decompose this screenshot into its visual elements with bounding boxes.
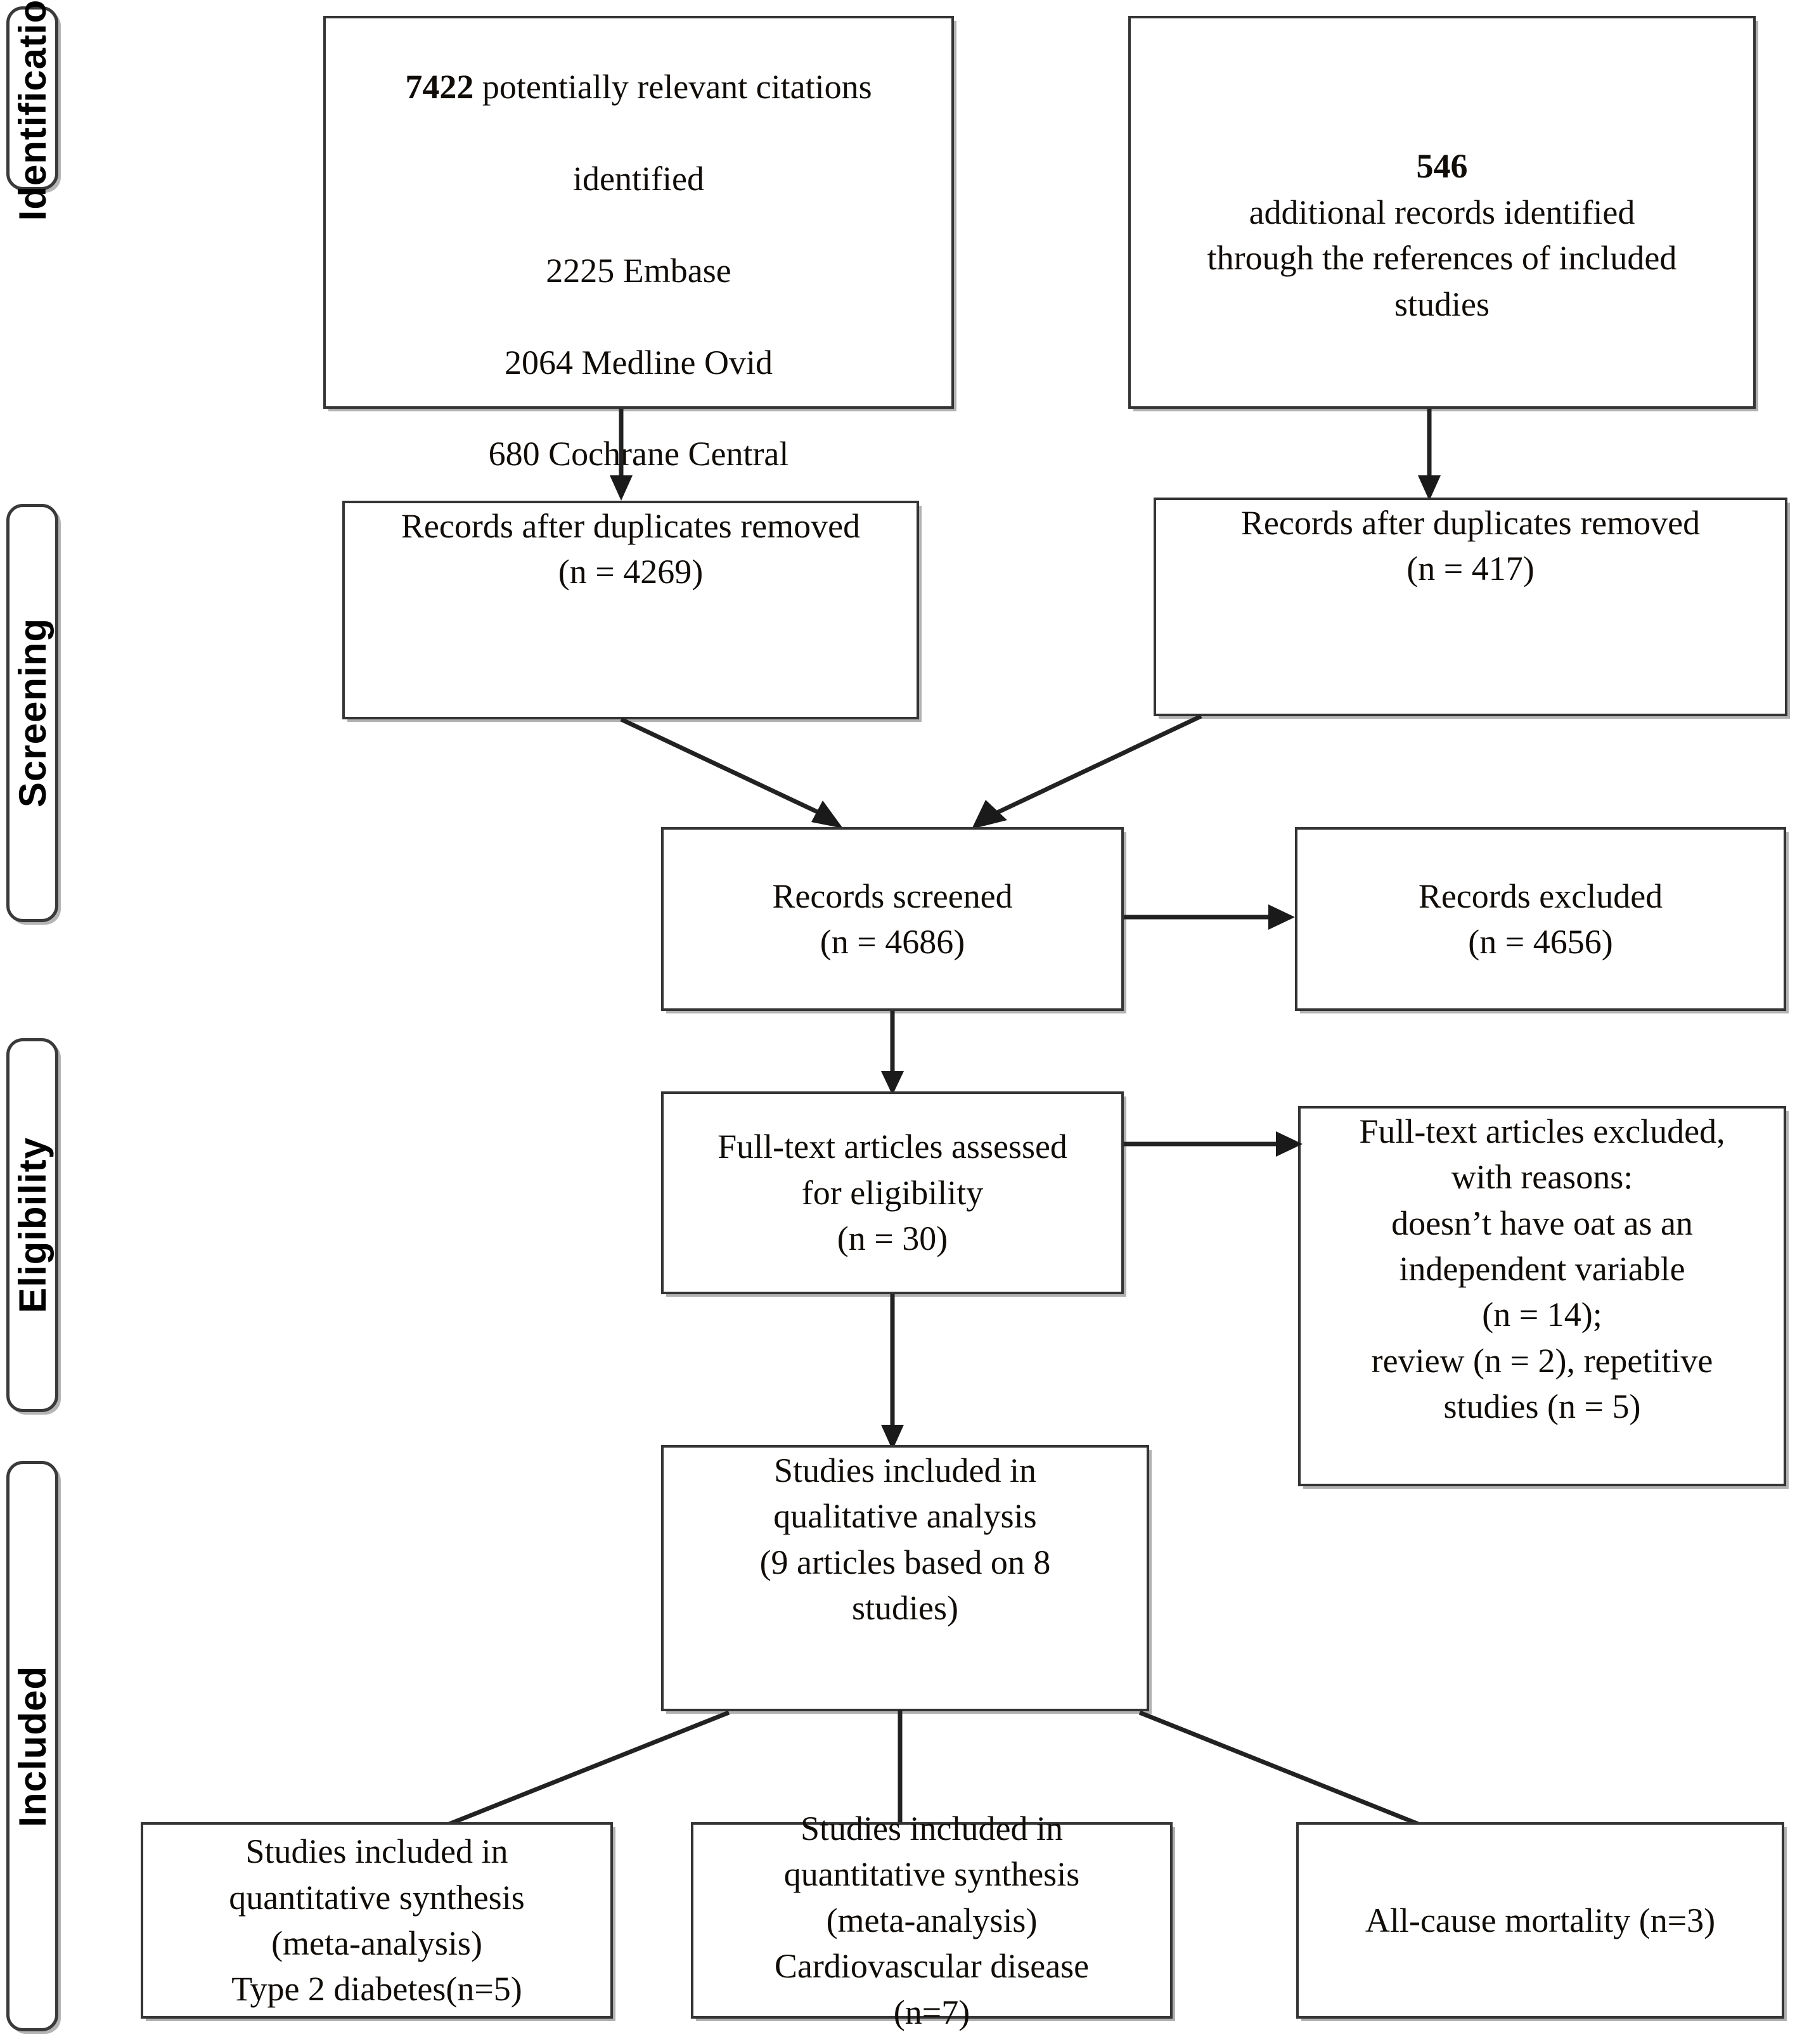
- stage-included: Included: [6, 1461, 58, 2031]
- box-all-cause-mortality: All-cause mortality (n=3): [1296, 1822, 1784, 2019]
- box-qualitative-analysis-text: Studies included in qualitative analysis…: [759, 1451, 1051, 1628]
- box-all-cause-mortality-text: All-cause mortality (n=3): [1365, 1901, 1716, 1939]
- box-quantitative-type2-diabetes-text: Studies included in quantitative synthes…: [229, 1832, 525, 2009]
- box-identification-primary-text: 7422 potentially relevant citations iden…: [395, 18, 882, 660]
- citations-count: 7422: [405, 68, 474, 106]
- connector-duplicates-right-to-screened: [972, 714, 1202, 829]
- source-line-medline: 2064 Medline Ovid: [505, 343, 773, 382]
- box-duplicates-removed-left: Records after duplicates removed (n = 42…: [342, 501, 919, 719]
- box-fulltext-assessed: Full-text articles assessed for eligibil…: [661, 1091, 1124, 1294]
- box-fulltext-excluded-text: Full-text articles excluded, with reason…: [1359, 1112, 1725, 1426]
- stage-included-label: Included: [11, 1665, 54, 1827]
- box-duplicates-removed-right: Records after duplicates removed (n = 41…: [1154, 498, 1787, 716]
- box-identification-primary: 7422 potentially relevant citations iden…: [323, 16, 954, 657]
- connector-fulltext-to-qualitative: [881, 1294, 904, 1450]
- box-duplicates-removed-left-text: Records after duplicates removed (n = 42…: [401, 507, 861, 591]
- stage-eligibility-label: Eligibility: [11, 1137, 54, 1313]
- box-quantitative-cardiovascular-disease: Studies included in quantitative synthes…: [691, 1809, 1173, 2031]
- connector-screened-to-fulltext: [881, 1011, 904, 1095]
- box-duplicates-removed-right-text: Records after duplicates removed (n = 41…: [1240, 504, 1701, 588]
- box-identification-additional-text: 546 additional records identified throug…: [1197, 98, 1687, 327]
- additional-records-count: 546: [1416, 147, 1468, 186]
- stage-screening: Screening: [6, 504, 58, 922]
- box-fulltext-assessed-text: Full-text articles assessed for eligibil…: [718, 1128, 1067, 1258]
- source-line-embase: 2225 Embase: [546, 251, 731, 290]
- box-quantitative-type2-diabetes: Studies included in quantitative synthes…: [141, 1822, 613, 2019]
- box-identification-additional: 546 additional records identified throug…: [1128, 16, 1756, 409]
- box-records-screened: Records screened (n = 4686): [661, 827, 1124, 1011]
- box-records-screened-text: Records screened (n = 4686): [772, 877, 1013, 961]
- citations-count-rest: potentially relevant citations: [473, 68, 872, 106]
- stage-identification-label: Identification: [11, 0, 54, 221]
- source-line-cochrane: 680 Cochrane Central: [488, 435, 789, 473]
- connector-additional-to-duplicates-right: [1418, 409, 1441, 501]
- box-records-excluded-text: Records excluded (n = 4656): [1418, 877, 1663, 961]
- stage-eligibility: Eligibility: [6, 1038, 58, 1412]
- box-fulltext-excluded: Full-text articles excluded, with reason…: [1298, 1106, 1786, 1486]
- source-line-identified: identified: [573, 160, 704, 198]
- connector-fulltext-to-excluded: [1124, 1131, 1303, 1157]
- box-qualitative-analysis: Studies included in qualitative analysis…: [661, 1445, 1149, 1711]
- additional-records-text: additional records identified through th…: [1207, 193, 1677, 323]
- box-records-excluded: Records excluded (n = 4656): [1295, 827, 1786, 1011]
- stage-identification: Identification: [6, 0, 58, 221]
- connector-duplicates-left-to-screened: [620, 717, 843, 828]
- stage-screening-label: Screening: [11, 618, 54, 808]
- connector-screened-to-excluded: [1124, 904, 1295, 930]
- box-quantitative-cardiovascular-disease-text: Studies included in quantitative synthes…: [774, 1809, 1090, 2031]
